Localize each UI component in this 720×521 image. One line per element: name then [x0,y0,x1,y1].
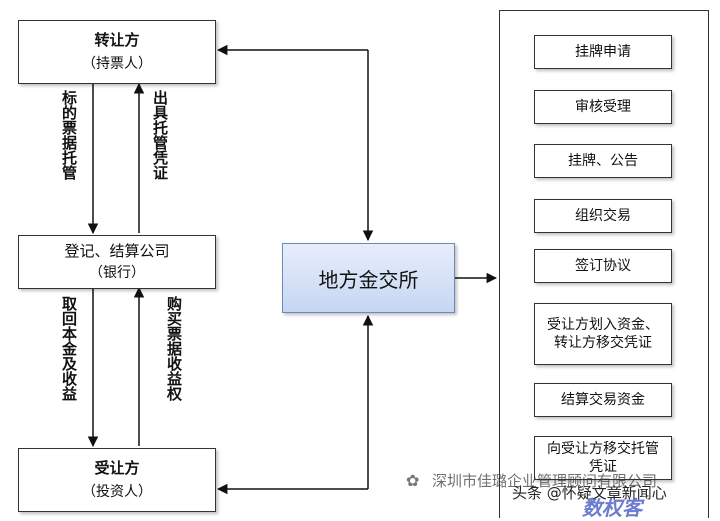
watermark-source: 头条 @怀疑文章新闻心 [512,484,667,502]
step-settle-funds: 结算交易资金 [534,383,672,417]
transferor-box: 转让方 （持票人） [18,20,216,84]
step-transfer-funds: 受让方划入资金、转让方移交凭证 [534,303,672,365]
wechat-icon: ✿ [406,471,420,490]
label-purchase: 购买票据收益权 [165,296,183,401]
exchange-box: 地方金交所 [282,243,455,313]
step-listing-application: 挂牌申请 [534,35,672,69]
step-review: 审核受理 [534,90,672,124]
exchange-label: 地方金交所 [318,267,419,292]
watermark-logo: 数权客 [582,496,642,520]
step-sign-agreement: 签订协议 [534,249,672,283]
transferor-subtitle: （持票人） [82,56,152,72]
watermark-company: 深圳市佳璐企业管理顾问有限公司 [432,472,658,490]
registrar-box: 登记、结算公司 （银行） [18,235,216,289]
label-certificate: 出具托管凭证 [151,90,169,180]
step-hand-over-certificate: 向受让方移交托管凭证 [534,436,672,480]
transferee-subtitle: （投资人） [82,484,152,500]
label-withdraw: 取回本金及收益 [60,296,78,401]
label-deposit: 标的票据托管 [60,90,78,180]
step-announcement: 挂牌、公告 [534,144,672,178]
step-organize-trade: 组织交易 [534,199,672,233]
transferee-box: 受让方 （投资人） [18,448,216,512]
steps-panel [499,10,709,518]
transferor-title: 转让方 [94,31,140,49]
registrar-subtitle: （银行） [89,265,145,281]
registrar-title: 登记、结算公司 [64,242,170,260]
transferee-title: 受让方 [94,459,140,477]
